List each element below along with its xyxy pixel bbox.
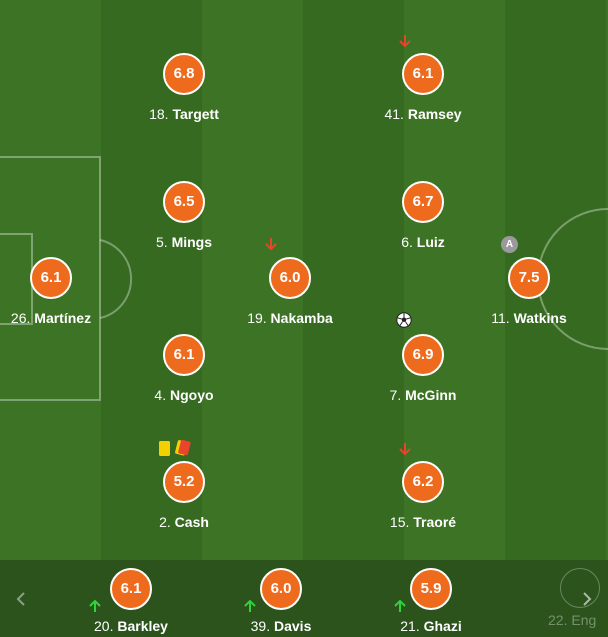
rating-badge: 5.2 (163, 461, 205, 503)
player-name-label: 2. Cash (159, 514, 209, 530)
rating-badge: 6.0 (269, 257, 311, 299)
player-ngoyo[interactable]: 6.1 4. Ngoyo (119, 334, 249, 403)
rating-badge: 6.1 (110, 568, 152, 610)
rating-badge: 6.2 (402, 461, 444, 503)
player-name-label: 7. McGinn (389, 387, 457, 403)
player-watkins[interactable]: 7.5 11. Watkins (464, 257, 594, 326)
sub-name-partial: 22. Eng (548, 612, 597, 628)
player-targett[interactable]: 6.8 18. Targett (119, 53, 249, 122)
football-icon (396, 312, 412, 328)
chevron-left-icon[interactable] (14, 592, 28, 606)
sub-rating-partial (560, 568, 600, 608)
player-name-label: 21. Ghazi (400, 618, 462, 634)
rating-badge: 6.1 (30, 257, 72, 299)
arrow-up-icon (244, 599, 256, 612)
player-nakamba[interactable]: 6.0 19. Nakamba (225, 257, 355, 326)
rating-badge: 7.5 (508, 257, 550, 299)
player-name-label: 41. Ramsey (384, 106, 462, 122)
player-name-label: 6. Luiz (401, 234, 445, 250)
rating-badge: 6.7 (402, 181, 444, 223)
player-martinez[interactable]: 6.1 26. Martínez (0, 257, 116, 326)
arrow-down-icon (265, 238, 277, 251)
substitutes-bar: 6.1 20. Barkley 6.0 39. Davis 5.9 21. Gh… (0, 560, 608, 637)
player-name-label: 5. Mings (155, 234, 213, 250)
arrow-down-icon (399, 443, 411, 456)
player-name-label: 19. Nakamba (247, 310, 333, 326)
rating-badge: 5.9 (410, 568, 452, 610)
rating-badge: 6.5 (163, 181, 205, 223)
player-name-label: 15. Traoré (389, 514, 457, 530)
arrow-up-icon (89, 599, 101, 612)
sub-davis[interactable]: 6.0 39. Davis (216, 568, 346, 634)
player-name-label: 11. Watkins (491, 310, 567, 326)
player-name-label: 4. Ngoyo (154, 387, 214, 403)
player-mcginn[interactable]: 6.9 7. McGinn (358, 334, 488, 403)
rating-badge: 6.1 (163, 334, 205, 376)
chevron-right-icon[interactable] (580, 592, 594, 606)
sub-ghazi[interactable]: 5.9 21. Ghazi (366, 568, 496, 634)
sub-barkley[interactable]: 6.1 20. Barkley (66, 568, 196, 634)
player-name-label: 18. Targett (149, 106, 219, 122)
pitch: 6.8 18. Targett 6.1 41. Ramsey 6.5 5. Mi… (0, 0, 608, 560)
captain-badge: A (501, 236, 518, 253)
yellow-red-card-icon (159, 439, 191, 456)
player-mings[interactable]: 6.5 5. Mings (119, 181, 249, 250)
player-name-label: 20. Barkley (94, 618, 168, 634)
rating-badge: 6.1 (402, 53, 444, 95)
player-cash[interactable]: 5.2 2. Cash (119, 461, 249, 530)
player-name-label: 39. Davis (250, 618, 312, 634)
rating-badge: 6.8 (163, 53, 205, 95)
player-ramsey[interactable]: 6.1 41. Ramsey (358, 53, 488, 122)
rating-badge: 6.0 (260, 568, 302, 610)
player-traore[interactable]: 6.2 15. Traoré (358, 461, 488, 530)
arrow-up-icon (394, 599, 406, 612)
player-name-label: 26. Martínez (10, 310, 92, 326)
rating-badge: 6.9 (402, 334, 444, 376)
arrow-down-icon (399, 35, 411, 48)
player-luiz[interactable]: 6.7 6. Luiz (358, 181, 488, 250)
